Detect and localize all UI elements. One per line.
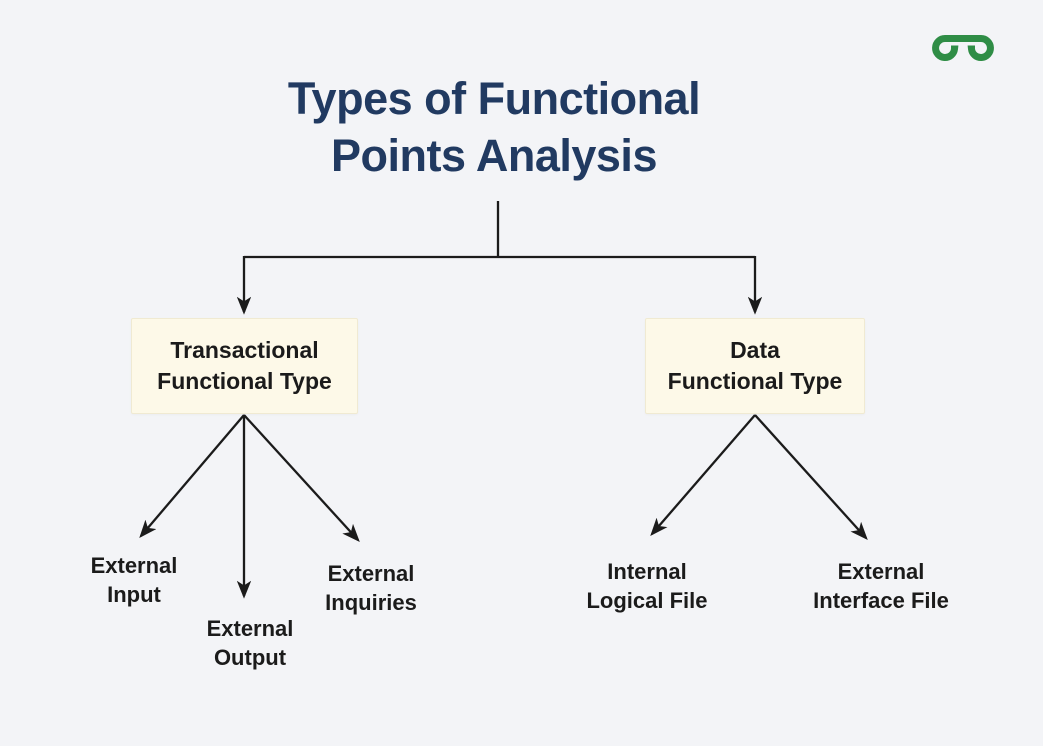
geeksforgeeks-logo-icon bbox=[932, 35, 994, 61]
leaf-label-line2: Output bbox=[213, 645, 287, 670]
node-label-line1: Data bbox=[730, 337, 780, 363]
leaf-label-line1: External bbox=[837, 559, 925, 584]
connector-to-external-input bbox=[139, 414, 245, 539]
leaf-external-output: External Output bbox=[207, 614, 294, 672]
leaf-internal-logical-file: Internal Logical File bbox=[586, 557, 707, 615]
node-transactional-functional-type: Transactional Functional Type bbox=[131, 318, 358, 414]
leaf-label-line2: Interface File bbox=[813, 588, 949, 613]
leaf-external-interface-file: External Interface File bbox=[813, 557, 949, 615]
leaf-external-input: External Input bbox=[91, 551, 178, 609]
connector-to-external-interface-file bbox=[754, 414, 868, 541]
leaf-label-line2: Input bbox=[107, 582, 161, 607]
node-data-functional-type: Data Functional Type bbox=[645, 318, 865, 414]
page-title-line2: Points Analysis bbox=[331, 130, 657, 181]
connector-to-external-inquiries bbox=[243, 414, 360, 542]
leaf-external-inquiries: External Inquiries bbox=[325, 559, 417, 617]
page-title: Types of Functional Points Analysis bbox=[287, 70, 701, 184]
leaf-label-line2: Inquiries bbox=[325, 590, 417, 615]
leaf-label-line1: External bbox=[206, 616, 294, 641]
node-label-line2: Functional Type bbox=[157, 368, 332, 394]
node-label-line2: Functional Type bbox=[667, 368, 843, 394]
leaf-label-line2: Logical File bbox=[586, 588, 708, 613]
leaf-label-line1: External bbox=[327, 561, 415, 586]
node-label-line1: Transactional bbox=[170, 337, 319, 363]
leaf-label-line1: External bbox=[90, 553, 178, 578]
page-title-line1: Types of Functional bbox=[287, 73, 701, 124]
leaf-label-line1: Internal bbox=[607, 559, 687, 584]
connector-to-internal-logical-file bbox=[650, 414, 756, 537]
